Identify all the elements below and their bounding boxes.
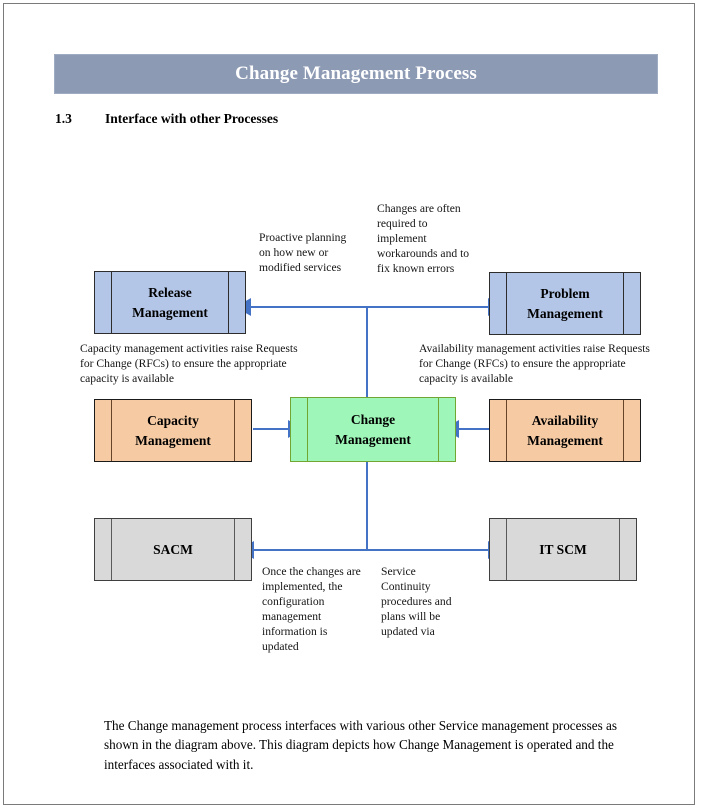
node-label-line2: Management bbox=[335, 431, 411, 447]
node-problem-management[interactable]: Problem Management bbox=[489, 272, 641, 335]
node-release-management[interactable]: Release Management bbox=[94, 271, 246, 334]
process-bar-right bbox=[623, 400, 624, 461]
process-bar-right bbox=[438, 398, 439, 461]
process-bar-left bbox=[506, 519, 507, 580]
node-label: SACM bbox=[153, 541, 193, 557]
annotation-problem-note: Changes are often required to implement … bbox=[377, 202, 470, 276]
node-label-line2: Management bbox=[527, 432, 603, 448]
node-label: Availability Management bbox=[521, 411, 609, 450]
node-capacity-management[interactable]: Capacity Management bbox=[94, 399, 252, 462]
process-bar-left bbox=[307, 398, 308, 461]
process-bar-right bbox=[619, 519, 620, 580]
process-bar-left bbox=[111, 400, 112, 461]
footer-paragraph: The Change management process interfaces… bbox=[104, 718, 618, 772]
page-title: Change Management Process bbox=[235, 63, 477, 84]
node-label-line1: Capacity bbox=[147, 412, 199, 428]
annotation-sacm-note: Once the changes are implemented, the co… bbox=[262, 565, 361, 654]
node-label-line2: Management bbox=[135, 432, 211, 448]
node-label: Capacity Management bbox=[129, 411, 217, 450]
node-it-scm[interactable]: IT SCM bbox=[489, 518, 637, 581]
node-label-line1: Availability bbox=[531, 412, 599, 428]
process-bar-left bbox=[111, 519, 112, 580]
process-bar-left bbox=[506, 400, 507, 461]
process-bar-left bbox=[111, 272, 112, 333]
document-header-banner: Change Management Process bbox=[54, 54, 658, 94]
process-bar-right bbox=[623, 273, 624, 334]
section-title: Interface with other Processes bbox=[105, 111, 279, 126]
node-label-line2: Management bbox=[527, 305, 603, 321]
node-availability-management[interactable]: Availability Management bbox=[489, 399, 641, 462]
annotation-itscm-note: Service Continuity procedures and plans … bbox=[381, 565, 452, 639]
node-sacm[interactable]: SACM bbox=[94, 518, 252, 581]
section-number: 1.3 bbox=[55, 111, 72, 126]
node-label: Problem Management bbox=[521, 284, 609, 323]
node-label-line1: Problem bbox=[540, 285, 590, 301]
annotation-release-note: Proactive planning on how new or modifie… bbox=[259, 231, 347, 275]
process-interface-diagram: Release Management Problem Management Ca… bbox=[4, 4, 696, 806]
annotation-capacity-note: Capacity management activities raise Req… bbox=[80, 342, 298, 386]
process-bar-right bbox=[234, 400, 235, 461]
node-label: IT SCM bbox=[539, 541, 587, 557]
process-bar-right bbox=[228, 272, 229, 333]
node-label-line2: Management bbox=[132, 304, 208, 320]
process-bar-left bbox=[506, 273, 507, 334]
node-label: Release Management bbox=[126, 283, 214, 322]
node-label: Change Management bbox=[329, 410, 417, 449]
node-change-management[interactable]: Change Management bbox=[290, 397, 456, 462]
document-page: Change Management Process 1.3 Interface … bbox=[3, 3, 695, 805]
process-bar-right bbox=[234, 519, 235, 580]
node-label-line1: Change bbox=[350, 411, 396, 427]
annotation-availability-note: Availability management activities raise… bbox=[419, 342, 650, 386]
node-label-line1: Release bbox=[148, 284, 192, 300]
